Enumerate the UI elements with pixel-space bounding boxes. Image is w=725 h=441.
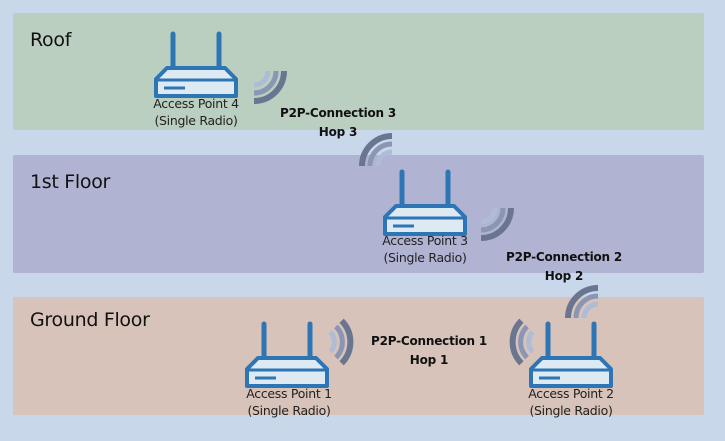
signal-wave-icon	[356, 130, 396, 170]
ap-name: Access Point 1	[246, 386, 332, 401]
connection-hop: Hop 3	[318, 125, 358, 139]
connection-name: P2P-Connection 2	[505, 250, 623, 264]
access-point-1: Access Point 1 (Single Radio)	[224, 385, 354, 419]
ap-type: (Single Radio)	[247, 403, 331, 418]
ap-type: (Single Radio)	[529, 403, 613, 418]
access-point-4: Access Point 4 (Single Radio)	[131, 95, 261, 129]
router-icon	[244, 320, 330, 390]
ap-name: Access Point 4	[153, 96, 239, 111]
router-icon	[528, 320, 614, 390]
floor-first: 1st Floor	[13, 155, 704, 273]
router-icon	[153, 30, 239, 100]
access-point-3: Access Point 3 (Single Radio)	[360, 232, 490, 266]
ap-type: (Single Radio)	[383, 250, 467, 265]
signal-wave-icon	[562, 282, 602, 322]
access-point-2: Access Point 2 (Single Radio)	[506, 385, 636, 419]
connection-label-2: P2P-Connection 2 Hop 2	[484, 248, 644, 286]
router-icon	[382, 168, 468, 238]
ap-name: Access Point 2	[528, 386, 614, 401]
connection-hop: Hop 2	[544, 269, 584, 283]
connection-name: P2P-Connection 1	[370, 334, 488, 348]
connection-label-3: P2P-Connection 3 Hop 3	[258, 104, 418, 142]
signal-wave-icon	[250, 67, 290, 107]
signal-wave-icon	[477, 204, 517, 244]
ap-type: (Single Radio)	[154, 113, 238, 128]
connection-label-1: P2P-Connection 1 Hop 1	[349, 332, 509, 370]
connection-hop: Hop 1	[409, 353, 449, 367]
floor-label-first: 1st Floor	[30, 171, 111, 193]
floor-label-roof: Roof	[30, 29, 72, 51]
ap-name: Access Point 3	[382, 233, 468, 248]
floor-roof: Roof	[13, 13, 704, 130]
connection-name: P2P-Connection 3	[279, 106, 397, 120]
floor-label-ground: Ground Floor	[30, 309, 150, 331]
